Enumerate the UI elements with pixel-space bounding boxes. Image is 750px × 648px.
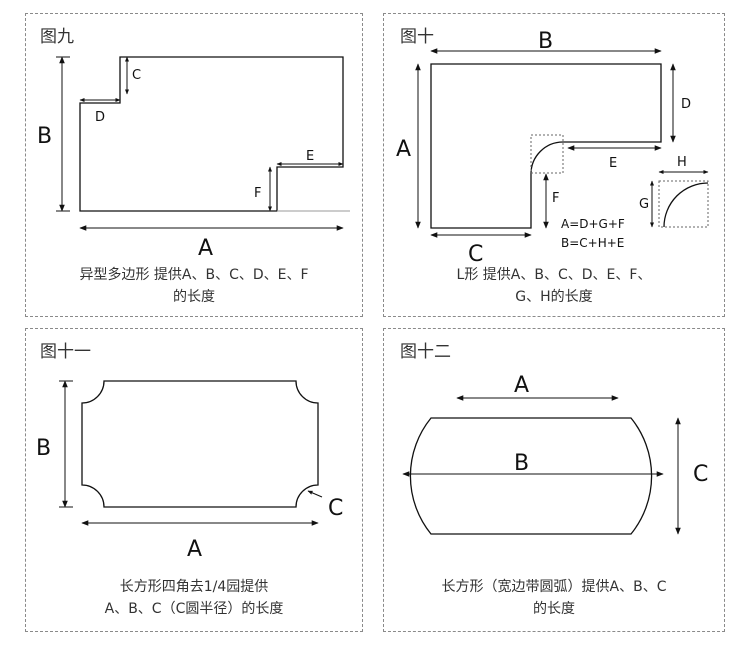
fig10-label-d: D (681, 97, 691, 112)
fig9-label-a: A (198, 236, 213, 261)
fig10-caption-line2: G、H的长度 (515, 289, 593, 305)
fig12-shape (409, 417, 653, 535)
fig12-label-a: A (514, 373, 529, 398)
fig9-label-b: B (37, 124, 52, 149)
fig12-title: 图十二 (400, 342, 451, 362)
fig12-caption: 长方形（宽边带圆弧）提供A、B、C 的长度 (383, 576, 725, 620)
panel-fig10 (383, 13, 725, 317)
fig10-label-f: F (552, 191, 559, 206)
panel-fig12 (383, 328, 725, 632)
fig10-label-h: H (677, 155, 687, 170)
fig11-caption: 长方形四角去1/4园提供 A、B、C（C圆半径）的长度 (25, 576, 363, 620)
fig10-caption: L形 提供A、B、C、D、E、F、 G、H的长度 (383, 264, 725, 308)
fig11-title: 图十一 (40, 342, 91, 362)
fig11-label-c: C (328, 496, 343, 521)
fig11-caption-line1: 长方形四角去1/4园提供 (119, 579, 269, 595)
fig10-label-c: C (468, 242, 483, 267)
fig11-dim-c (307, 490, 323, 498)
fig10-formula-2: B=C+H+E (561, 236, 624, 250)
fig9-label-f: F (254, 186, 261, 201)
fig10-label-a: A (396, 137, 411, 162)
fig10-label-e: E (609, 156, 617, 171)
fig10-caption-line1: L形 提供A、B、C、D、E、F、 (456, 267, 652, 283)
fig12-label-c: C (693, 462, 708, 487)
fig9-dimensions (56, 56, 344, 231)
fig9-shape (79, 56, 350, 212)
fig10-label-g: G (639, 197, 649, 212)
fig10-title: 图十 (400, 27, 434, 47)
fig10-formula-1: A=D+G+F (561, 217, 625, 231)
fig10-dimensions (415, 48, 709, 238)
fig12-dimensions (402, 395, 681, 535)
fig9-caption: 异型多边形 提供A、B、C、D、E、F 的长度 (25, 264, 363, 308)
fig12-caption-line2: 的长度 (533, 601, 575, 617)
fig11-dimensions (59, 380, 323, 526)
fig9-label-c: C (132, 68, 141, 83)
fig9-label-e: E (306, 149, 314, 164)
fig12-label-b: B (514, 451, 529, 476)
fig9-label-d: D (95, 110, 105, 125)
panel-fig9 (25, 13, 363, 317)
fig12-caption-line1: 长方形（宽边带圆弧）提供A、B、C (441, 579, 667, 595)
fig9-title: 图九 (40, 27, 74, 47)
fig11-caption-line2: A、B、C（C圆半径）的长度 (104, 601, 284, 617)
fig11-label-a: A (187, 537, 202, 562)
fig11-shape (81, 380, 319, 508)
fig11-label-b: B (36, 436, 51, 461)
fig9-caption-line1: 异型多边形 提供A、B、C、D、E、F (79, 267, 309, 283)
fig10-shape (430, 63, 709, 229)
fig10-label-b: B (538, 29, 553, 54)
fig9-caption-line2: 的长度 (173, 289, 215, 305)
panel-fig11 (25, 328, 363, 632)
